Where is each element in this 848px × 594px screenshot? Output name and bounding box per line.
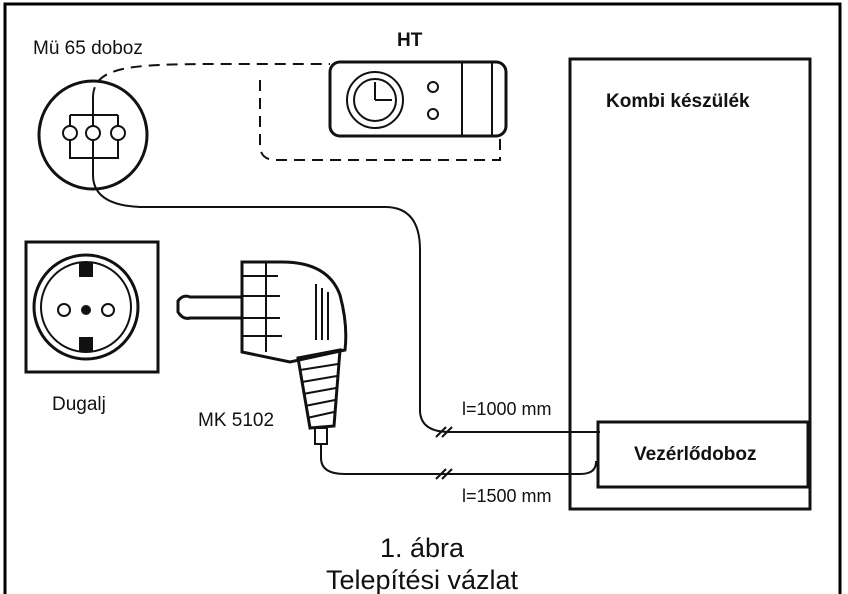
- boiler-unit: [568, 57, 812, 511]
- figure-number: 1. ábra: [380, 533, 465, 563]
- control-box-label: Vezérlődoboz: [634, 444, 756, 465]
- socket: [24, 240, 160, 374]
- junction-box-label: Mü 65 doboz: [33, 38, 143, 59]
- control-box: [596, 420, 810, 489]
- diagram-frame: [3, 2, 842, 594]
- cable-hatch-2: [435, 468, 453, 480]
- cable-plug-to-control: [320, 444, 598, 475]
- figure-title: Telepítési vázlat: [326, 565, 519, 594]
- cable-2-length: l=1500 mm: [462, 486, 552, 506]
- thermostat-wiring: [92, 63, 330, 99]
- junction-box: [37, 79, 149, 191]
- thermostat-label: HT: [397, 30, 423, 51]
- thermostat-wiring-return: [259, 80, 501, 161]
- thermostat: [328, 60, 508, 138]
- boiler-label: Kombi készülék: [606, 91, 750, 112]
- cable-junction-to-control: [92, 174, 600, 433]
- plug-label: MK 5102: [198, 410, 274, 431]
- cable-hatch-1: [435, 426, 453, 438]
- plug: [176, 260, 348, 445]
- socket-label: Dugalj: [52, 394, 106, 415]
- cable-1-length: l=1000 mm: [462, 399, 552, 419]
